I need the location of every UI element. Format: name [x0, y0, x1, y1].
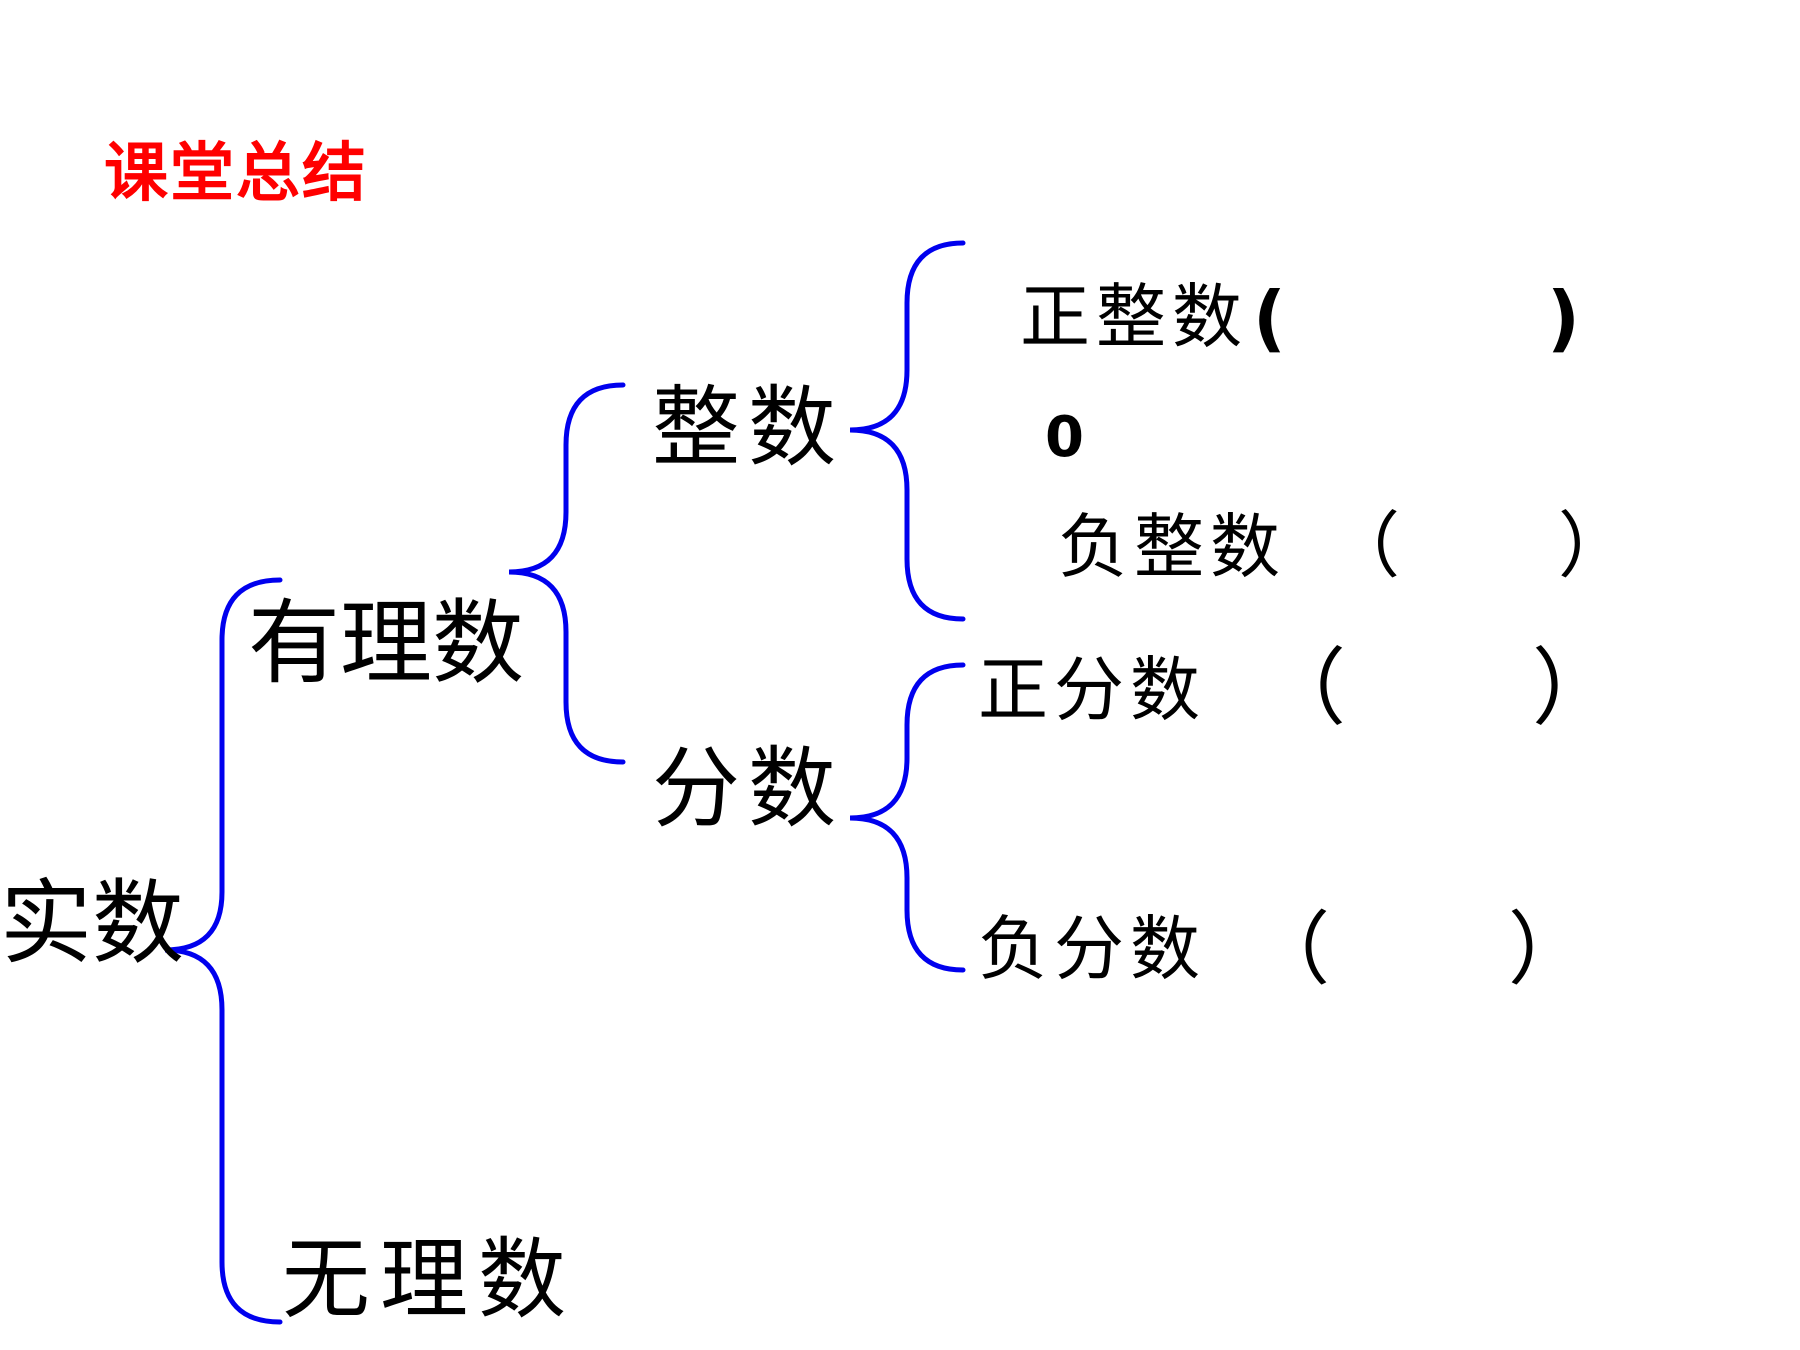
- leaf-positive-integers: 正整数: [1020, 276, 1248, 358]
- blank-open-paren: （: [1328, 504, 1401, 588]
- brace-rational-numbers: [508, 382, 626, 765]
- brace-fractions: [849, 662, 966, 973]
- leaf-positive-fractions: 正分数: [978, 649, 1206, 731]
- page-title: 课堂总结: [104, 137, 368, 211]
- node-fractions: 分数: [652, 737, 845, 840]
- leaf-negative-fractions: 负分数: [978, 908, 1206, 990]
- leaf-negative-integers: 负整数: [1058, 506, 1286, 588]
- blank-close-paren: ): [1547, 276, 1580, 360]
- blank-open-paren: (: [1253, 276, 1286, 360]
- blank-open-paren: （: [1262, 639, 1347, 737]
- brace-integers: [849, 240, 966, 622]
- leaf-zero: 0: [1045, 405, 1084, 470]
- node-irrational-numbers: 无理数: [282, 1228, 577, 1331]
- node-real-numbers: 实数: [0, 870, 185, 977]
- brace-real-numbers: [164, 577, 283, 1325]
- blank-close-paren: ）: [1508, 903, 1588, 996]
- node-rational-numbers: 有理数: [248, 590, 525, 697]
- blank-close-paren: ）: [1532, 639, 1617, 737]
- blank-close-paren: ）: [1558, 504, 1631, 588]
- node-integers: 整数: [652, 376, 845, 479]
- blank-open-paren: （: [1250, 903, 1330, 996]
